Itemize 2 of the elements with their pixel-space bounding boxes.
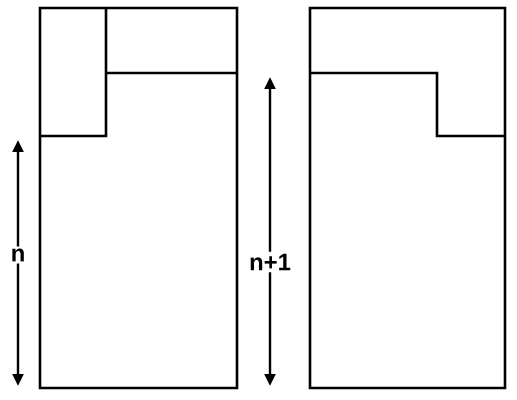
dimension-label: n+1 (247, 252, 293, 272)
dimension-label: n (8, 246, 28, 264)
